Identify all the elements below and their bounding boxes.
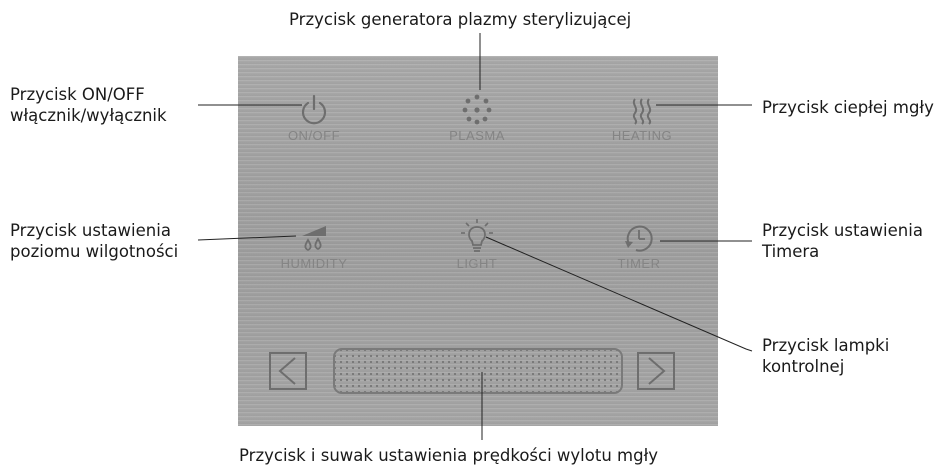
callout-slider-text: Przycisk i suwak ustawienia prędkości wy… [239,446,659,465]
heating-label: HEATING [611,128,673,143]
light-bulb-icon [459,214,495,254]
speed-slider-track[interactable] [333,348,623,394]
callout-humidity-line2: poziomu wilgotności [10,242,179,261]
callout-onoff-line1: Przycisk ON/OFF [10,85,145,104]
chevron-left-icon [271,354,305,388]
leader-line-humidity [197,235,297,241]
power-icon [299,86,329,126]
callout-plasma: Przycisk generatora plazmy sterylizujące… [289,9,631,30]
callout-timer-line2: Timera [762,242,820,261]
control-panel: ON/OFF PLASMA HEATING [238,56,718,426]
callout-humidity: Przycisk ustawienia poziomu wilgotności [10,220,178,262]
callout-timer-line1: Przycisk ustawienia [762,221,923,240]
callout-slider: Przycisk i suwak ustawienia prędkości wy… [239,445,658,466]
timer-label: TIMER [617,256,661,271]
callout-onoff-line2: włącznik/wyłącznik [10,106,167,125]
onoff-button[interactable]: ON/OFF [259,86,369,143]
heat-waves-icon [626,86,658,126]
callout-heating-text: Przycisk ciepłej mgły [762,98,934,117]
leader-line-light [485,236,753,352]
plasma-label: PLASMA [449,128,505,143]
callout-heating: Przycisk ciepłej mgły [762,97,934,118]
speed-slider [269,345,693,397]
plasma-dots-icon [460,86,494,126]
light-button[interactable]: LIGHT [422,214,532,271]
humidity-button[interactable]: HUMIDITY [259,214,369,271]
timer-clock-icon [622,214,656,254]
light-label: LIGHT [456,256,498,271]
humidity-drops-icon [298,214,330,254]
callout-light: Przycisk lampki kontrolnej [762,335,889,377]
timer-button[interactable]: TIMER [584,214,694,271]
heating-button[interactable]: HEATING [587,86,697,143]
callout-timer: Przycisk ustawienia Timera [762,220,923,262]
callout-onoff: Przycisk ON/OFF włącznik/wyłącznik [10,84,167,126]
onoff-label: ON/OFF [287,128,341,143]
speed-increase-button[interactable] [637,352,675,390]
humidity-label: HUMIDITY [280,256,348,271]
plasma-button[interactable]: PLASMA [422,86,532,143]
callout-humidity-line1: Przycisk ustawienia [10,221,171,240]
chevron-right-icon [639,354,673,388]
speed-decrease-button[interactable] [269,352,307,390]
callout-plasma-text: Przycisk generatora plazmy sterylizujące… [289,10,632,29]
callout-light-line2: kontrolnej [762,357,845,376]
callout-light-line1: Przycisk lampki [762,336,890,355]
